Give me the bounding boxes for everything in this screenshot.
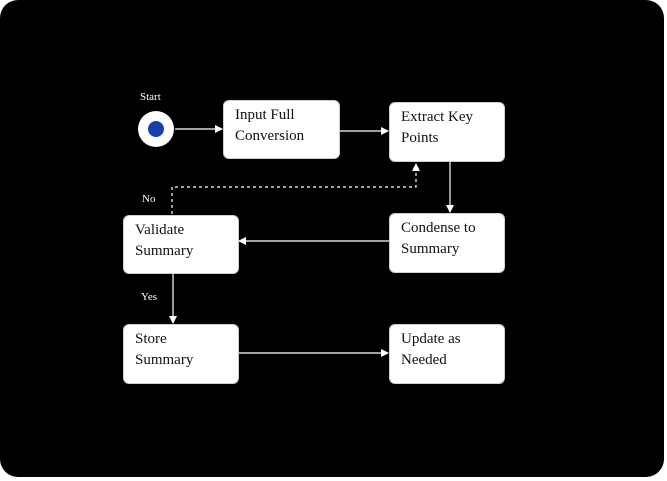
start-label: Start xyxy=(140,91,161,103)
node-extract-line-2: Points xyxy=(401,130,439,146)
node-input-line-1: Input Full xyxy=(235,107,295,123)
node-update-as-needed: Update as Needed xyxy=(390,325,504,383)
node-store-summary: Store Summary xyxy=(124,325,238,383)
start-node xyxy=(138,111,174,147)
node-update-line-1: Update as xyxy=(401,331,461,347)
edge-validate-no-to-extract xyxy=(171,163,420,214)
node-validate-summary: Validate Summary xyxy=(124,216,238,273)
edge-label-no: No xyxy=(142,193,156,205)
node-store-line-2: Summary xyxy=(135,352,194,368)
node-validate-line-2: Summary xyxy=(135,243,194,259)
node-condense-line-2: Summary xyxy=(401,241,460,257)
node-input-full-conversion: Input Full Conversion xyxy=(224,101,339,158)
node-store-line-1: Store xyxy=(135,331,167,347)
node-update-line-2: Needed xyxy=(401,352,447,368)
node-input-line-2: Conversion xyxy=(235,128,305,144)
node-condense-line-1: Condense to xyxy=(401,220,476,236)
edge-label-yes: Yes xyxy=(141,291,158,303)
node-extract-line-1: Extract Key xyxy=(401,109,474,125)
node-extract-key-points: Extract Key Points xyxy=(390,103,504,161)
node-validate-line-1: Validate xyxy=(135,222,185,238)
node-condense-to-summary: Condense to Summary xyxy=(390,214,504,272)
